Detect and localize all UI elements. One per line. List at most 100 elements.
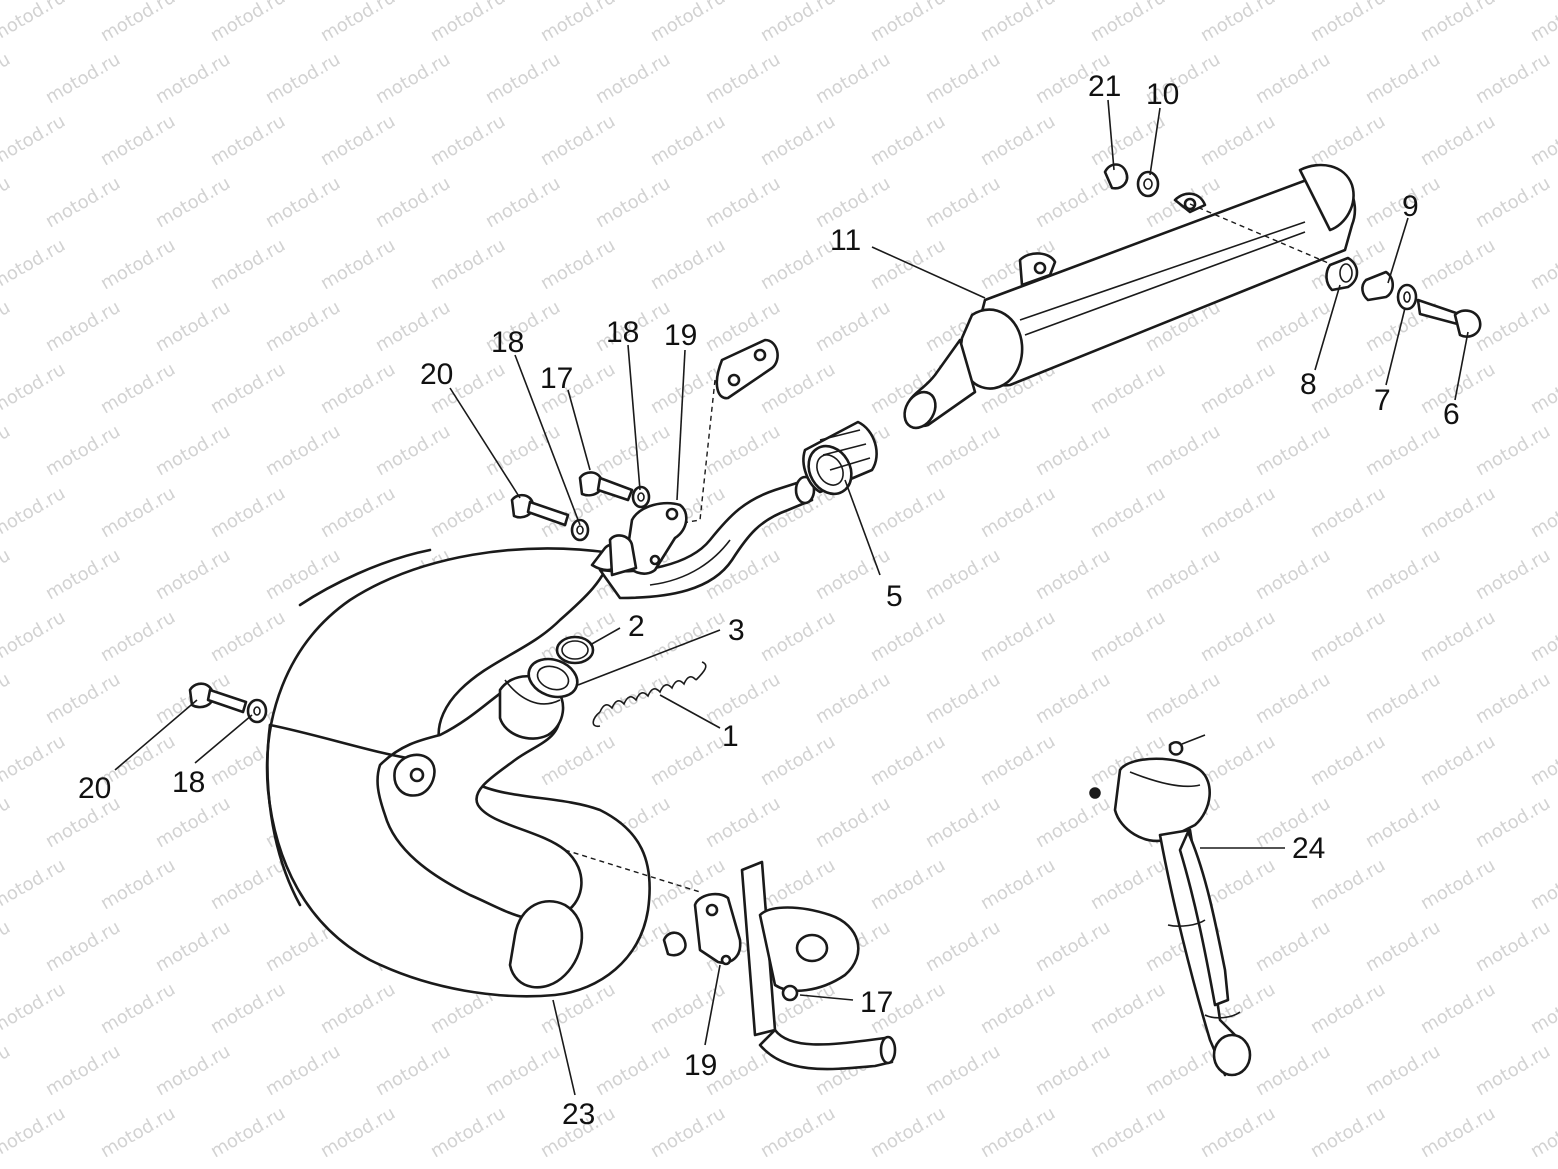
callout-20-lower: 20 <box>78 772 111 805</box>
leader-lines <box>114 99 1469 1096</box>
watermark-text: motod.ru <box>152 1041 234 1100</box>
watermark-text: motod.ru <box>262 1165 344 1169</box>
watermark-text: motod.ru <box>0 359 69 418</box>
callout-17-upper: 17 <box>540 362 573 395</box>
callout-2: 2 <box>628 610 645 643</box>
watermark-text: motod.ru <box>977 607 1059 666</box>
o-ring-part-2 <box>555 635 595 665</box>
watermark-text: motod.ru <box>97 0 179 46</box>
watermark-text: motod.ru <box>1252 421 1334 480</box>
watermark-text: motod.ru <box>1032 669 1114 728</box>
callout-21: 21 <box>1088 70 1121 103</box>
washer-part-10 <box>1136 170 1160 198</box>
watermark-text: motod.ru <box>537 235 619 294</box>
spring-part-1 <box>592 661 707 728</box>
gasket-part-3 <box>527 657 579 699</box>
watermark-text: motod.ru <box>262 1041 344 1100</box>
callout-19-lower: 19 <box>684 1049 717 1082</box>
watermark-text: motod.ru <box>1527 359 1558 418</box>
watermark-text: motod.ru <box>1032 421 1114 480</box>
callout-18-upper-left: 18 <box>491 326 524 359</box>
callout-20-upper: 20 <box>420 358 453 391</box>
watermark-text: motod.ru <box>1527 483 1558 542</box>
watermark-text: motod.ru <box>812 1165 894 1169</box>
watermark-text: motod.ru <box>262 545 344 604</box>
callout-23: 23 <box>562 1098 595 1131</box>
watermark-text: motod.ru <box>97 483 179 542</box>
watermark-text: motod.ru <box>867 731 949 790</box>
watermark-text: motod.ru <box>1032 1041 1114 1100</box>
watermark-text: motod.ru <box>1417 111 1499 170</box>
watermark-text: motod.ru <box>1472 1165 1554 1169</box>
watermark-text: motod.ru <box>1032 793 1114 852</box>
bolt-part-6 <box>1416 298 1482 338</box>
watermark-text: motod.ru <box>1307 1103 1389 1162</box>
watermark-text: motod.ru <box>1087 0 1169 46</box>
fastener-part-21 <box>1103 163 1129 190</box>
watermark-text: motod.ru <box>1362 545 1444 604</box>
watermark-text: motod.ru <box>1087 855 1169 914</box>
small-nut-part-24 <box>1089 787 1101 799</box>
callout-18-upper-right: 18 <box>606 316 639 349</box>
watermark-text: motod.ru <box>97 111 179 170</box>
watermark-text: motod.ru <box>647 979 729 1038</box>
watermark-text: motod.ru <box>1472 49 1554 108</box>
watermark-text: motod.ru <box>317 483 399 542</box>
watermark-text: motod.ru <box>0 793 14 852</box>
watermark-text: motod.ru <box>482 1041 564 1100</box>
watermark-text: motod.ru <box>372 49 454 108</box>
watermark-text: motod.ru <box>0 49 14 108</box>
watermark-text: motod.ru <box>867 855 949 914</box>
watermark-text: motod.ru <box>1252 917 1334 976</box>
watermark-text: motod.ru <box>152 793 234 852</box>
watermark-text: motod.ru <box>207 359 289 418</box>
watermark-text: motod.ru <box>757 235 839 294</box>
watermark-text: motod.ru <box>42 173 124 232</box>
watermark-text: motod.ru <box>1362 49 1444 108</box>
watermark-text: motod.ru <box>1307 111 1389 170</box>
watermark-text: motod.ru <box>1472 917 1554 976</box>
watermark-text: motod.ru <box>97 359 179 418</box>
watermark-text: motod.ru <box>1417 979 1499 1038</box>
watermark-text: motod.ru <box>427 111 509 170</box>
watermark-text: motod.ru <box>1472 669 1554 728</box>
watermark-text: motod.ru <box>1527 1103 1558 1162</box>
watermark-text: motod.ru <box>757 607 839 666</box>
watermark-text: motod.ru <box>1142 669 1224 728</box>
watermark-text: motod.ru <box>97 855 179 914</box>
watermark-text: motod.ru <box>482 49 564 108</box>
small-screw-part-24 <box>1168 734 1206 756</box>
watermark-text: motod.ru <box>1417 0 1499 46</box>
watermark-text: motod.ru <box>757 111 839 170</box>
watermark-text: motod.ru <box>42 669 124 728</box>
coupling-sleeve-part-5 <box>802 420 878 496</box>
watermark-text: motod.ru <box>1307 0 1389 46</box>
watermark-text: motod.ru <box>1362 1165 1444 1169</box>
watermark-text: motod.ru <box>757 1103 839 1162</box>
watermark-text: motod.ru <box>1527 111 1558 170</box>
watermark-text: motod.ru <box>1252 669 1334 728</box>
watermark-text: motod.ru <box>1417 731 1499 790</box>
watermark-text: motod.ru <box>1197 111 1279 170</box>
watermark-text: motod.ru <box>1087 111 1169 170</box>
watermark-text: motod.ru <box>317 359 399 418</box>
watermark-text: motod.ru <box>1472 545 1554 604</box>
watermark-text: motod.ru <box>97 607 179 666</box>
watermark-text: motod.ru <box>482 173 564 232</box>
watermark-text: motod.ru <box>0 731 69 790</box>
callout-11: 11 <box>830 224 861 257</box>
watermark-text: motod.ru <box>977 1103 1059 1162</box>
watermark-text: motod.ru <box>1087 1103 1169 1162</box>
callout-8: 8 <box>1300 368 1317 401</box>
watermark-text: motod.ru <box>922 421 1004 480</box>
watermark-text: motod.ru <box>372 1165 454 1169</box>
watermark-text: motod.ru <box>1032 917 1114 976</box>
watermark-text: motod.ru <box>922 669 1004 728</box>
watermark-text: motod.ru <box>317 111 399 170</box>
watermark-text: motod.ru <box>592 49 674 108</box>
watermark-text: motod.ru <box>867 0 949 46</box>
watermark-text: motod.ru <box>1197 359 1279 418</box>
callout-7: 7 <box>1374 384 1391 417</box>
callout-9: 9 <box>1402 190 1419 223</box>
